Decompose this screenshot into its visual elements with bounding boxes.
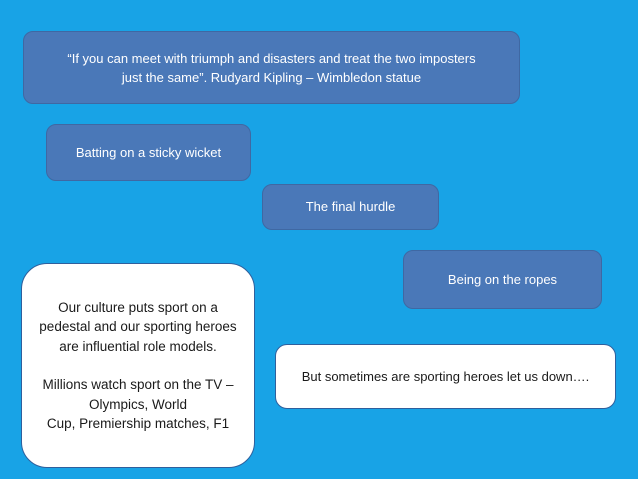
idiom-on-the-ropes-text: Being on the ropes bbox=[447, 271, 558, 287]
culture-paragraph-1: Our culture puts sport on a pedestal and… bbox=[39, 298, 236, 357]
culture-p1-line-3: are influential role models. bbox=[59, 338, 217, 354]
culture-p1-line-1: Our culture puts sport on a bbox=[58, 299, 218, 315]
culture-p1-line-2: pedestal and our sporting heroes bbox=[39, 319, 237, 334]
quote-box: “If you can meet with triumph and disast… bbox=[23, 31, 520, 104]
culture-box: Our culture puts sport on a pedestal and… bbox=[21, 263, 255, 468]
idiom-sticky-wicket-box: Batting on a sticky wicket bbox=[46, 124, 251, 181]
quote-line-2: just the same”. Rudyard Kipling – Wimble… bbox=[121, 69, 422, 85]
idiom-final-hurdle-text: The final hurdle bbox=[305, 199, 396, 214]
quote-text: “If you can meet with triumph and disast… bbox=[67, 49, 475, 87]
culture-p2-line-1: Millions watch sport on the TV – bbox=[42, 377, 234, 392]
idiom-on-the-ropes-box: Being on the ropes bbox=[403, 250, 602, 309]
letdown-box: But sometimes are sporting heroes let us… bbox=[275, 344, 616, 409]
quote-line-1: “If you can meet with triumph and disast… bbox=[67, 50, 476, 66]
idiom-sticky-wicket-text: Batting on a sticky wicket bbox=[75, 144, 222, 160]
idiom-final-hurdle-box: The final hurdle bbox=[262, 184, 439, 230]
culture-p2-line-2: Olympics, World bbox=[88, 396, 187, 412]
letdown-text: But sometimes are sporting heroes let us… bbox=[301, 368, 590, 384]
culture-p2-line-3: Cup, Premiership matches, F1 bbox=[46, 416, 230, 431]
culture-paragraph-2: Millions watch sport on the TV – Olympic… bbox=[42, 375, 233, 434]
